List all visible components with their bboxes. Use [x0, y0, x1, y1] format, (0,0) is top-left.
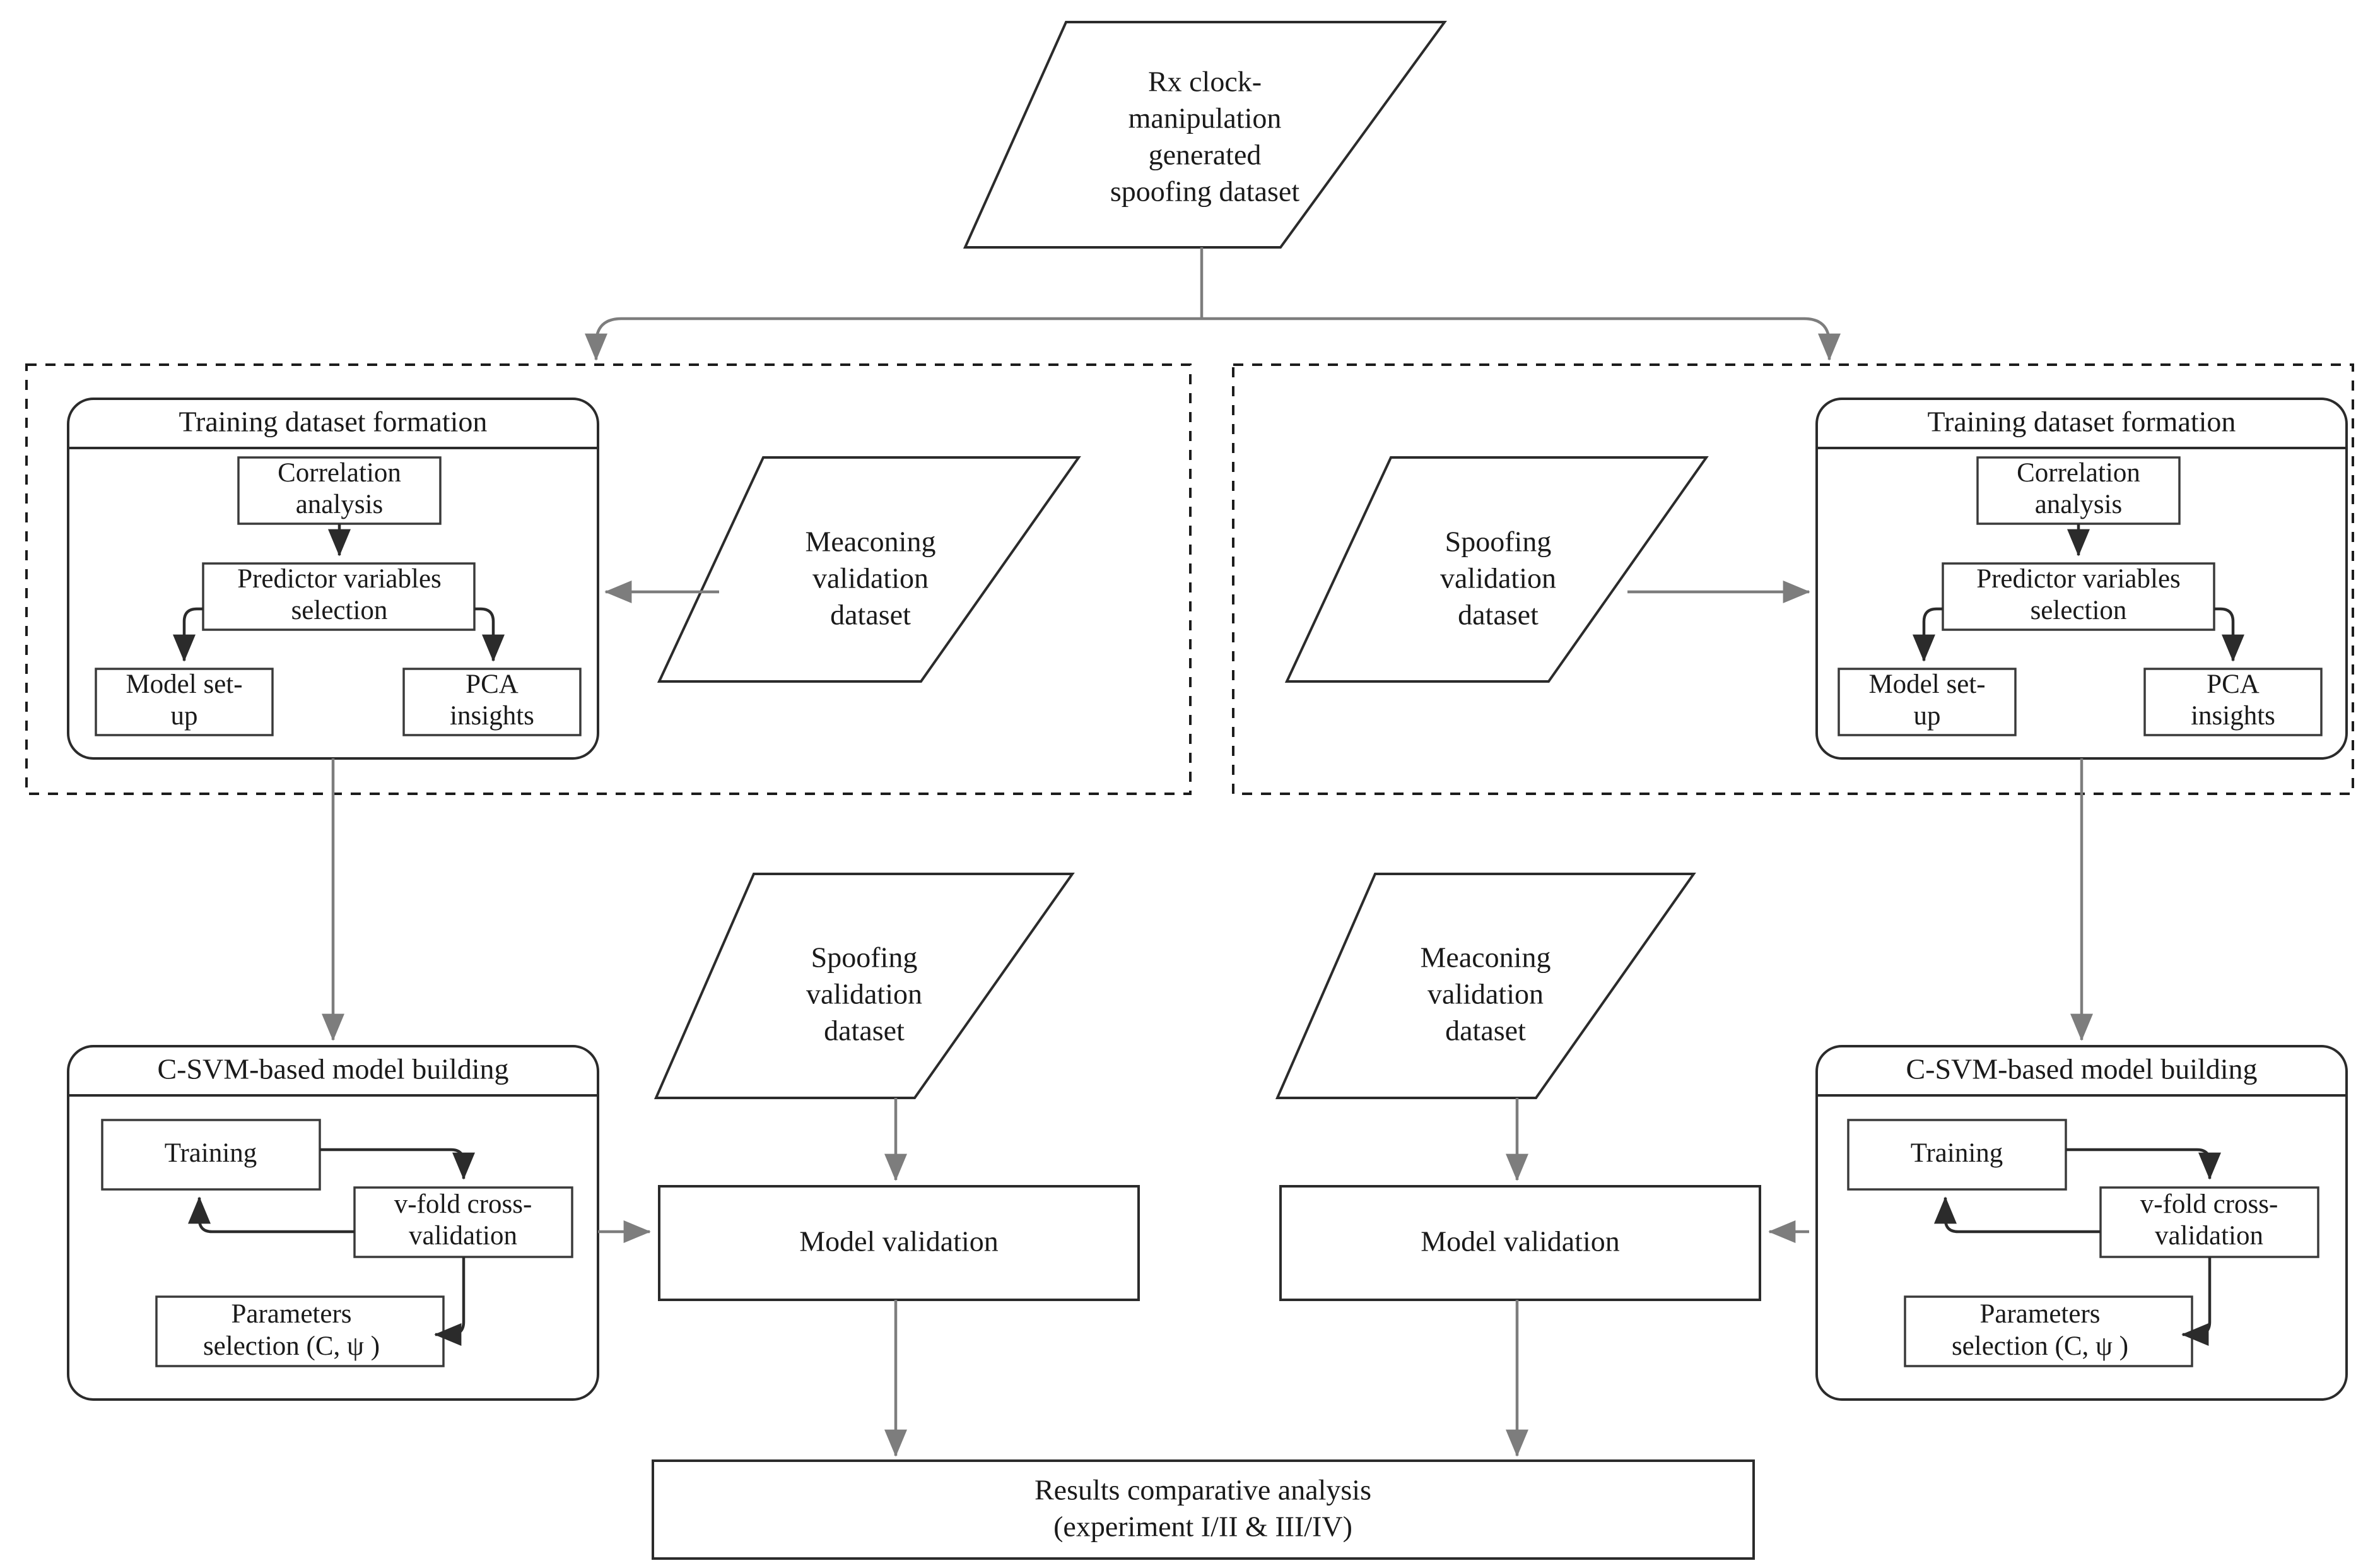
right-predictor-label-line1: Predictor variables	[1976, 564, 2181, 594]
right-cross-validation-label-line2: validation	[2155, 1221, 2263, 1251]
right-validation-source-parallelogram	[1284, 456, 1709, 683]
right-cross-validation-label-line1: v-fold cross-	[2140, 1189, 2278, 1219]
right-model-setup-box	[1838, 668, 2017, 736]
left-training-panel-title: Training dataset formation	[179, 406, 488, 438]
left-correlation-label-line1: Correlation	[278, 458, 401, 488]
right-training-box	[1847, 1119, 2067, 1191]
left-parameters-label-line1: Parameters	[231, 1299, 351, 1329]
right-predictor-to-model-setup-arrow	[1913, 607, 1943, 662]
left-validation-input-parallelogram	[654, 873, 1075, 1099]
left-validation-source-parallelogram	[657, 456, 1081, 683]
right-parameters-label-line1: Parameters	[1979, 1299, 2100, 1329]
right-validation-input-label-line2: validation	[1427, 978, 1544, 1010]
source-label-line4: spoofing dataset	[1110, 175, 1299, 208]
right-model-setup-label-line1: Model set-	[1868, 669, 1985, 699]
left-cv-to-parameters-arrow	[434, 1257, 466, 1346]
right-cross-validation-box	[2099, 1186, 2319, 1258]
results-label-line2: (experiment I/II & III/IV)	[1053, 1511, 1352, 1543]
right-training-to-cv-arrow	[2066, 1148, 2221, 1180]
right-model-validation-box	[1279, 1185, 1761, 1301]
right-model-setup-label-line2: up	[1914, 701, 1941, 731]
left-pca-label-line1: PCA	[466, 669, 519, 699]
left-validation-input-label-line1: Spoofing	[811, 941, 918, 974]
right-validation-input-label-line1: Meaconing	[1421, 941, 1551, 974]
left-validation-input-label-line3: dataset	[824, 1015, 905, 1047]
left-training-box	[101, 1119, 321, 1191]
right-cv-to-parameters-arrow	[2181, 1257, 2212, 1346]
right-validation-source-label-line2: validation	[1440, 562, 1556, 594]
left-pca-box	[402, 668, 582, 736]
left-training-label: Training	[165, 1138, 257, 1168]
left-parameters-box	[155, 1295, 445, 1367]
left-predictor-to-model-setup-arrow	[173, 607, 203, 662]
right-predictor-box	[1942, 562, 2215, 631]
left-pca-label-line2: insights	[450, 701, 534, 731]
source-label-line2: manipulation	[1128, 102, 1282, 134]
right-pca-box	[2143, 668, 2323, 736]
right-validation-input-label-line3: dataset	[1445, 1015, 1526, 1047]
left-experiment-container	[25, 363, 1192, 795]
left-predictor-label-line2: selection	[291, 596, 388, 625]
left-predictor-box	[202, 562, 476, 631]
right-svm-panel-title: C-SVM-based model building	[1906, 1053, 2257, 1085]
right-experiment-container	[1232, 363, 2354, 795]
right-correlation-label-line1: Correlation	[2017, 458, 2140, 488]
left-model-setup-label-line1: Model set-	[126, 669, 242, 699]
right-pca-label-line2: insights	[2191, 701, 2275, 731]
source-parallelogram	[963, 21, 1447, 249]
branch-right-connector	[1202, 317, 1841, 361]
left-model-validation-label: Model validation	[799, 1225, 999, 1258]
left-cross-validation-label-line2: validation	[409, 1221, 517, 1251]
right-predictor-to-pca-arrow	[2214, 607, 2244, 662]
left-validation-source-label-line2: validation	[812, 562, 929, 594]
right-correlation-box	[1976, 456, 2181, 525]
left-correlation-box	[237, 456, 442, 525]
right-validation-source-label-line1: Spoofing	[1445, 526, 1552, 558]
results-label-line1: Results comparative analysis	[1035, 1474, 1371, 1506]
results-box	[652, 1459, 1755, 1560]
left-cross-validation-label-line1: v-fold cross-	[394, 1189, 532, 1219]
left-cv-to-training-arrow	[188, 1196, 355, 1234]
left-validation-source-label-line3: dataset	[830, 599, 911, 631]
left-correlation-label-line2: analysis	[296, 490, 384, 519]
right-validation-input-parallelogram	[1275, 873, 1696, 1099]
right-parameters-label-line2: selection (C, ψ )	[1952, 1331, 2128, 1361]
right-training-label: Training	[1911, 1138, 2003, 1168]
left-svm-panel-title: C-SVM-based model building	[157, 1053, 508, 1085]
right-cv-to-training-arrow	[1934, 1196, 2101, 1234]
left-predictor-label-line1: Predictor variables	[237, 564, 442, 594]
right-training-panel-title: Training dataset formation	[1928, 406, 2236, 438]
right-model-validation-label: Model validation	[1421, 1225, 1620, 1258]
left-model-setup-label-line2: up	[171, 701, 198, 731]
right-validation-source-label-line3: dataset	[1458, 599, 1539, 631]
left-validation-input-label-line2: validation	[806, 978, 922, 1010]
right-pca-label-line1: PCA	[2207, 669, 2260, 699]
right-correlation-label-line2: analysis	[2035, 490, 2123, 519]
source-label-line1: Rx clock-	[1148, 66, 1262, 98]
branch-left-connector	[585, 317, 1202, 361]
right-predictor-label-line2: selection	[2031, 596, 2127, 625]
left-model-validation-box	[658, 1185, 1140, 1301]
left-model-setup-box	[95, 668, 274, 736]
source-label-line3: generated	[1149, 139, 1262, 171]
left-parameters-label-line2: selection (C, ψ )	[203, 1331, 380, 1361]
left-predictor-to-pca-arrow	[474, 607, 505, 662]
left-validation-source-label-line1: Meaconing	[806, 526, 936, 558]
right-parameters-box	[1904, 1295, 2193, 1367]
left-training-to-cv-arrow	[320, 1148, 475, 1180]
left-cross-validation-box	[353, 1186, 573, 1258]
